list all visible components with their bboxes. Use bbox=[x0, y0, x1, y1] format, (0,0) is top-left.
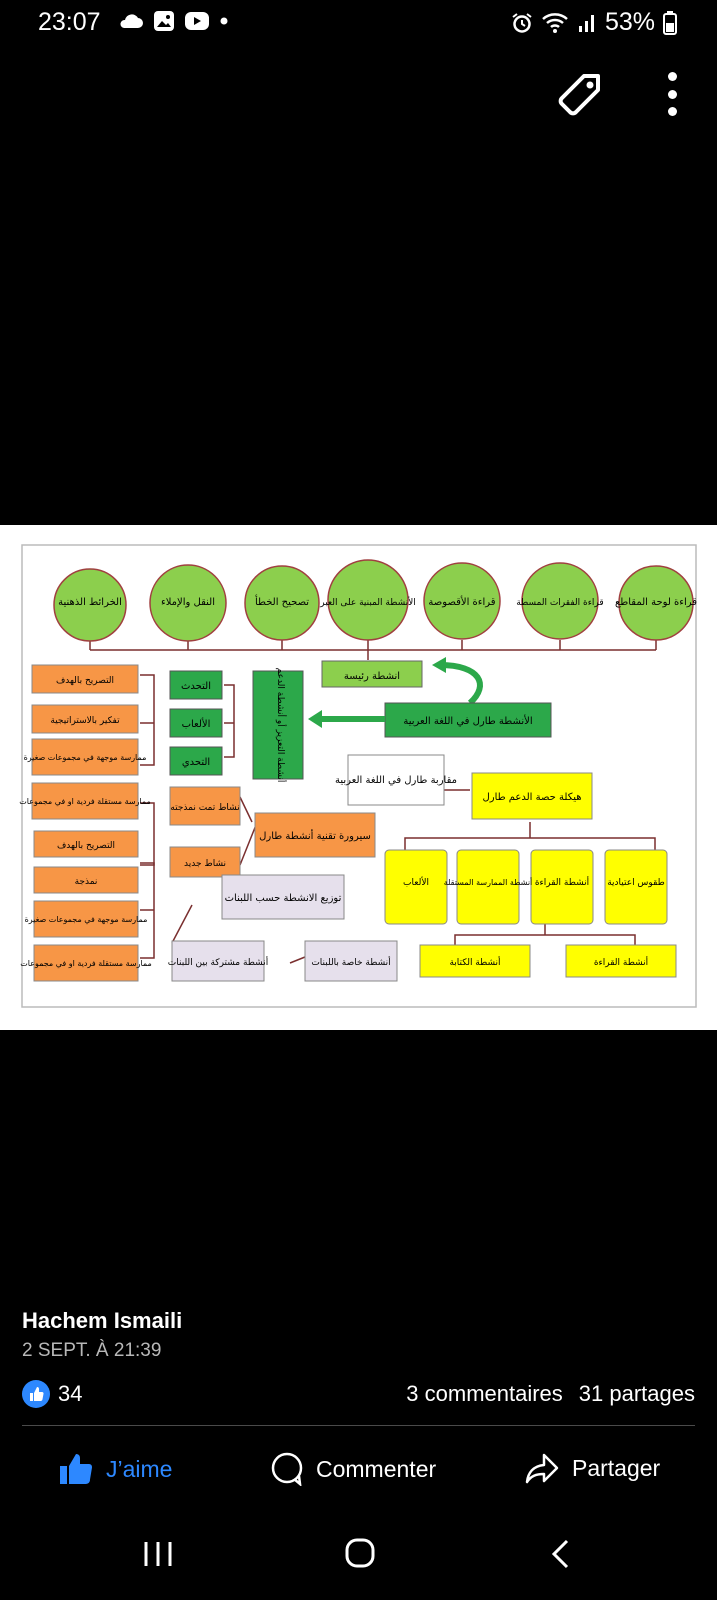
process-label: سيرورة تقنية أنشطة طارل bbox=[259, 829, 371, 842]
home-icon bbox=[345, 1538, 375, 1568]
more-options-button[interactable] bbox=[660, 72, 684, 116]
yellow-label: أنشطة الممارسة المستقلة bbox=[444, 877, 533, 887]
status-system-icons: 53% bbox=[511, 8, 677, 37]
tarl-activities-label: الأنشطة طارل في اللغة العربية bbox=[403, 714, 532, 727]
yellow-label: أنشطة القراءة bbox=[535, 876, 589, 888]
orange-label: نمذجة bbox=[75, 877, 98, 887]
orange-label: التصريح بالهدف bbox=[56, 676, 114, 686]
divider bbox=[22, 1425, 695, 1426]
circle-label: قراءة لوحة المقاطع bbox=[615, 597, 697, 608]
circle-label: الأنشطة المبنية على العبر bbox=[319, 596, 416, 608]
orange-label: ممارسة مستقلة فردية او في مجموعات bbox=[20, 959, 152, 968]
comment-icon bbox=[271, 1452, 303, 1486]
cloud-icon bbox=[120, 14, 143, 28]
approach-label: مقاربة طارل في اللغة العربية bbox=[335, 775, 457, 786]
yellow-boxes bbox=[384, 849, 668, 925]
yellow-label: طقوس اعتيادية bbox=[607, 878, 665, 888]
orange-left-bottom bbox=[33, 830, 139, 982]
yellow-bottom-label: أنشطة القراءة bbox=[594, 956, 648, 968]
like-count-value: 34 bbox=[58, 1381, 83, 1406]
gallery-icon bbox=[154, 11, 174, 31]
yellow-label: الألعاب bbox=[403, 876, 429, 888]
circle-label: قراءة الأقصوصة bbox=[428, 595, 495, 608]
green-small-boxes bbox=[169, 670, 223, 776]
post-author[interactable]: Hachem Ismaili bbox=[22, 1308, 183, 1333]
curved-arrow bbox=[439, 662, 483, 706]
post-date: 2 SEPT. À 21:39 bbox=[22, 1340, 162, 1361]
main-activities-label: انشطة رئيسة bbox=[344, 671, 400, 682]
thumbs-up-icon bbox=[60, 1454, 93, 1485]
reinforcement-label: أنشطة التعزيز أو أنشطة الدعم bbox=[275, 668, 287, 783]
tag-icon bbox=[558, 74, 600, 116]
orange-label: ممارسة مستقلة فردية او في مجموعات bbox=[19, 797, 151, 806]
orange-label: التصريح بالهدف bbox=[57, 841, 115, 851]
share-count[interactable]: 31 partages bbox=[578, 1381, 695, 1406]
orange-left-top bbox=[31, 664, 139, 820]
like-count[interactable]: 34 bbox=[22, 1380, 82, 1408]
specific-activities-label: أنشطة خاصة باللبنات bbox=[311, 956, 390, 968]
dot-icon bbox=[667, 89, 677, 99]
signal-icon bbox=[578, 14, 594, 32]
circle-nodes bbox=[53, 559, 694, 642]
engagement-counts: 3 commentaires 31 partages bbox=[406, 1381, 695, 1407]
recent-apps-button[interactable] bbox=[142, 1540, 176, 1568]
post-image[interactable]: الخرائط الذهنية النقل والإملاء تصحيح الخ… bbox=[0, 525, 717, 1030]
home-button[interactable] bbox=[344, 1537, 376, 1569]
dot-icon bbox=[667, 72, 677, 81]
tarl-diagram: الخرائط الذهنية النقل والإملاء تصحيح الخ… bbox=[19, 544, 697, 1008]
status-notification-icons bbox=[118, 10, 229, 32]
green-label: التحدث bbox=[181, 681, 211, 692]
past-activity-label: نشاط تمت نمذجته bbox=[170, 803, 239, 813]
yellow-bottom-label: أنشطة الكتابة bbox=[449, 956, 500, 968]
youtube-icon bbox=[185, 12, 209, 30]
dot-icon bbox=[667, 107, 677, 116]
orange-label: ممارسة موجهة في مجموعات صغيرة bbox=[25, 915, 148, 924]
structure-label: هيكلة حصة الدعم طارل bbox=[482, 792, 581, 803]
wifi-icon bbox=[542, 12, 568, 33]
circle-label: قراءة الفقرات المسطة bbox=[516, 598, 603, 608]
share-icon bbox=[525, 1453, 559, 1484]
alarm-icon bbox=[512, 12, 532, 33]
connector-lines bbox=[89, 640, 657, 964]
back-icon bbox=[551, 1539, 569, 1569]
orange-label: ممارسة موجهة في مجموعات صغيرة bbox=[24, 753, 147, 762]
comment-count[interactable]: 3 commentaires bbox=[406, 1381, 563, 1406]
circle-label: الخرائط الذهنية bbox=[58, 597, 122, 608]
new-activity-label: نشاط جديد bbox=[184, 859, 226, 869]
dot-icon bbox=[220, 17, 228, 25]
recent-apps-icon bbox=[144, 1542, 172, 1566]
circle-label: النقل والإملاء bbox=[161, 597, 215, 608]
like-button[interactable]: J’aime bbox=[58, 1452, 172, 1486]
comment-button[interactable]: Commenter bbox=[270, 1452, 436, 1486]
shared-activities-label: أنشطة مشتركة بين اللبنات bbox=[168, 956, 268, 968]
battery-icon bbox=[663, 10, 677, 35]
tag-button[interactable] bbox=[556, 70, 606, 120]
green-label: التحدي bbox=[182, 757, 210, 768]
share-label: Partager bbox=[572, 1454, 661, 1481]
like-reaction-icon bbox=[22, 1380, 50, 1408]
status-time: 23:07 bbox=[38, 8, 101, 36]
green-label: الألعاب bbox=[182, 717, 211, 730]
share-button[interactable]: Partager bbox=[524, 1452, 660, 1484]
back-button[interactable] bbox=[550, 1538, 570, 1570]
distribution-label: توزيع الانشطة حسب اللبنات bbox=[225, 893, 342, 904]
orange-label: تفكير بالاستراتيجية bbox=[50, 716, 120, 726]
circle-label: تصحيح الخطأ bbox=[255, 594, 309, 608]
comment-label: Commenter bbox=[316, 1455, 437, 1482]
battery-percent: 53% bbox=[604, 8, 655, 36]
like-label: J’aime bbox=[106, 1455, 173, 1482]
